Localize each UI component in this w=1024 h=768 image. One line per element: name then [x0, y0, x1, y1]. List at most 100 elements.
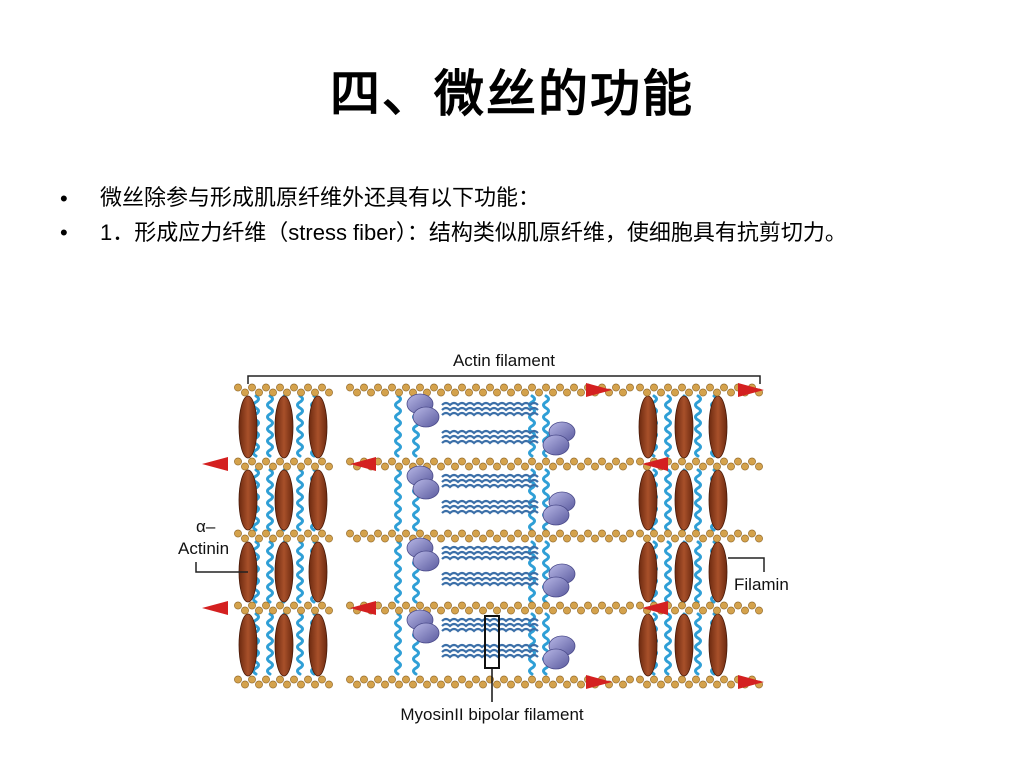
actin-bead	[283, 680, 291, 689]
actinin-dimer	[274, 541, 294, 603]
filamin-crosslink	[296, 394, 304, 458]
myosin-tail	[441, 406, 539, 412]
actin-bead	[500, 457, 508, 466]
myosin-head	[542, 648, 570, 670]
actin-bead	[626, 601, 634, 610]
actin-bead	[514, 383, 522, 392]
actin-bead	[612, 529, 620, 538]
actin-bead	[650, 529, 658, 538]
actin-bead	[367, 534, 375, 543]
actinin-dimer	[308, 469, 328, 531]
filamin-crosslink	[694, 394, 702, 458]
actin-bead	[283, 462, 291, 471]
alpha-label: α–	[196, 517, 216, 536]
actin-bead	[706, 383, 714, 392]
arrow-icon	[350, 457, 376, 471]
actin-bead	[346, 529, 354, 538]
actin-bead	[465, 534, 473, 543]
actin-bead	[241, 606, 249, 615]
actin-bead	[570, 601, 578, 610]
actin-bead	[437, 388, 445, 397]
bullet-list: • 微丝除参与形成肌原纤维外还具有以下功能： • 1．形成应力纤维（stress…	[60, 184, 980, 253]
actinin-dimer	[308, 613, 328, 677]
actinin-dimer	[274, 395, 294, 459]
actin-bead	[570, 383, 578, 392]
actin-bead	[297, 534, 305, 543]
actin-bead	[636, 529, 644, 538]
actin-bead	[262, 529, 270, 538]
actin-bead	[318, 383, 326, 392]
actin-bead	[451, 388, 459, 397]
actin-bead	[528, 529, 536, 538]
actin-bead	[430, 383, 438, 392]
actin-bead	[381, 388, 389, 397]
actin-bead	[479, 462, 487, 471]
actin-bead	[685, 534, 693, 543]
myosin-tail	[441, 581, 539, 587]
bullet-item: • 微丝除参与形成肌原纤维外还具有以下功能：	[60, 184, 980, 214]
arrow-icon	[202, 601, 228, 615]
actin-bead	[671, 388, 679, 397]
actin-bead	[276, 383, 284, 392]
actin-bead	[500, 383, 508, 392]
actin-bead	[290, 457, 298, 466]
filamin-crosslink	[296, 468, 304, 532]
actin-bead	[255, 388, 263, 397]
actin-bead	[650, 675, 658, 684]
actin-bead	[248, 529, 256, 538]
actin-bead	[486, 383, 494, 392]
myosin-tail	[441, 627, 539, 633]
actin-bead	[465, 388, 473, 397]
actinin-dimer	[274, 613, 294, 677]
arrow-layer	[202, 383, 764, 689]
actin-bead	[318, 529, 326, 538]
actin-bead	[458, 675, 466, 684]
actinin-label: Actinin	[178, 539, 229, 558]
actin-bead	[430, 457, 438, 466]
actin-bead	[692, 601, 700, 610]
actin-bead	[734, 601, 742, 610]
actin-bead	[699, 462, 707, 471]
actin-bead	[570, 529, 578, 538]
actin-bead	[486, 601, 494, 610]
actin-bead	[500, 601, 508, 610]
myosin-tail	[441, 545, 539, 551]
actin-bead	[734, 529, 742, 538]
actin-bead	[234, 675, 242, 684]
filamin-crosslink	[394, 540, 402, 604]
actin-bead	[685, 680, 693, 689]
myosin-head	[542, 434, 570, 456]
actin-bead	[556, 383, 564, 392]
actin-bead	[458, 383, 466, 392]
actin-bead	[388, 457, 396, 466]
actin-bead	[402, 601, 410, 610]
actin-bead	[577, 462, 585, 471]
actin-bead	[549, 388, 557, 397]
actin-bead	[535, 462, 543, 471]
actin-bead	[388, 383, 396, 392]
actin-bead	[507, 388, 515, 397]
actin-bead	[255, 680, 263, 689]
actin-bead	[297, 462, 305, 471]
myosin-tail	[441, 555, 539, 561]
actin-bead	[269, 680, 277, 689]
arrow-icon	[642, 601, 668, 615]
actin-bead	[563, 606, 571, 615]
actin-bead	[262, 383, 270, 392]
actin-bead	[598, 529, 606, 538]
actin-bead	[699, 606, 707, 615]
actin-bead	[325, 534, 333, 543]
actin-bead	[353, 388, 361, 397]
actin-bead	[346, 383, 354, 392]
actin-bead	[276, 601, 284, 610]
arrow-icon	[642, 457, 668, 471]
myosin-head	[412, 478, 440, 500]
actin-bead	[713, 680, 721, 689]
actin-bead	[262, 601, 270, 610]
actin-bead	[727, 462, 735, 471]
actin-bead	[262, 457, 270, 466]
actin-bead	[727, 534, 735, 543]
actin-bead	[381, 462, 389, 471]
actin-bead	[423, 680, 431, 689]
actin-bead	[402, 383, 410, 392]
